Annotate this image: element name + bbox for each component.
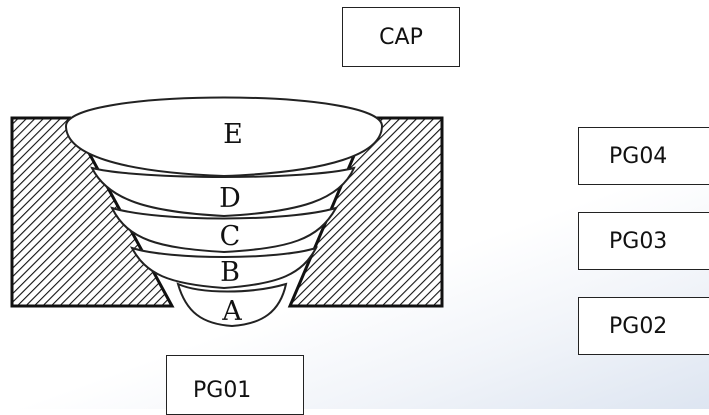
pg04-label: PG04 bbox=[578, 127, 709, 185]
weld-layer-b bbox=[129, 246, 319, 290]
right-base-plate bbox=[287, 116, 444, 308]
layer-label-a: A bbox=[221, 296, 242, 327]
pg02-label: PG02 bbox=[578, 297, 709, 355]
layer-label-d: D bbox=[219, 183, 241, 214]
weld-bead bbox=[64, 96, 384, 328]
left-base-plate bbox=[10, 116, 175, 308]
pg01-label: PG01 bbox=[166, 355, 304, 415]
cap-label: CAP bbox=[342, 7, 460, 67]
weld-layer-a bbox=[176, 282, 288, 328]
weld-layer-d bbox=[90, 166, 356, 218]
pg03-label: PG03 bbox=[578, 212, 709, 270]
weld-layer-e bbox=[64, 96, 384, 178]
layer-labels: E D C B A bbox=[219, 119, 243, 327]
layer-label-e: E bbox=[223, 119, 243, 150]
weld-layer-c bbox=[110, 206, 339, 254]
base-plates bbox=[10, 116, 444, 308]
layer-label-c: C bbox=[220, 221, 241, 252]
layer-label-b: B bbox=[220, 257, 240, 288]
